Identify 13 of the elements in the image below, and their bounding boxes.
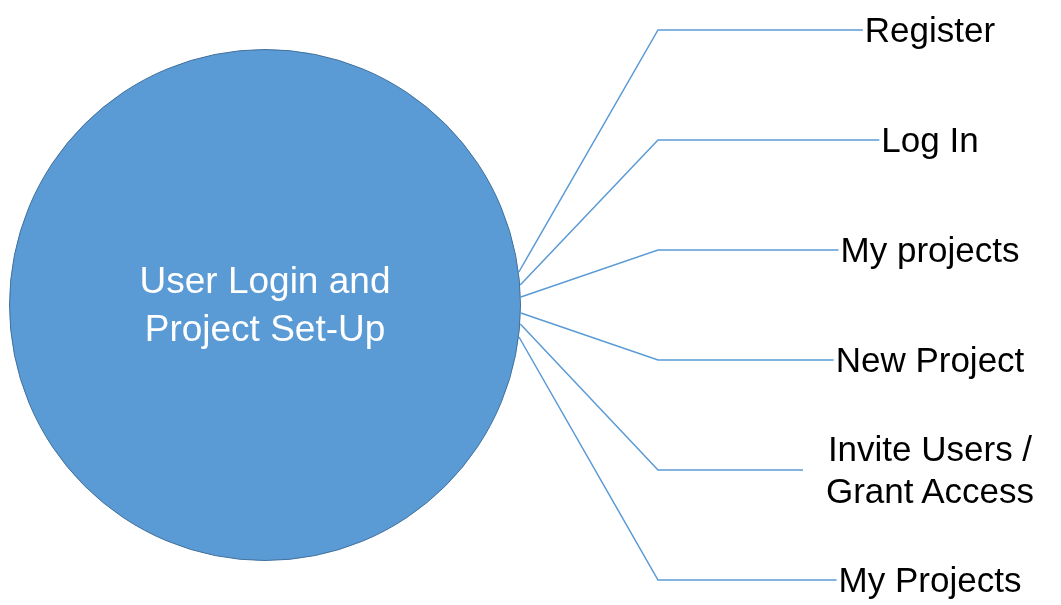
connector-line bbox=[518, 29, 864, 273]
item-label: My Projects bbox=[838, 559, 1022, 601]
item-label: Invite Users / Grant Access bbox=[805, 428, 1055, 512]
connector-line bbox=[520, 249, 840, 298]
item-label: Log In bbox=[881, 119, 979, 161]
connector-line bbox=[518, 336, 838, 581]
connector-line bbox=[519, 139, 881, 286]
item-label: Register bbox=[864, 9, 996, 51]
item-label: New Project bbox=[835, 339, 1025, 381]
connector-line bbox=[519, 323, 804, 471]
item-label: My projects bbox=[840, 229, 1020, 271]
connector-line bbox=[520, 312, 835, 361]
topic-title: User Login and Project Set-Up bbox=[138, 258, 392, 351]
